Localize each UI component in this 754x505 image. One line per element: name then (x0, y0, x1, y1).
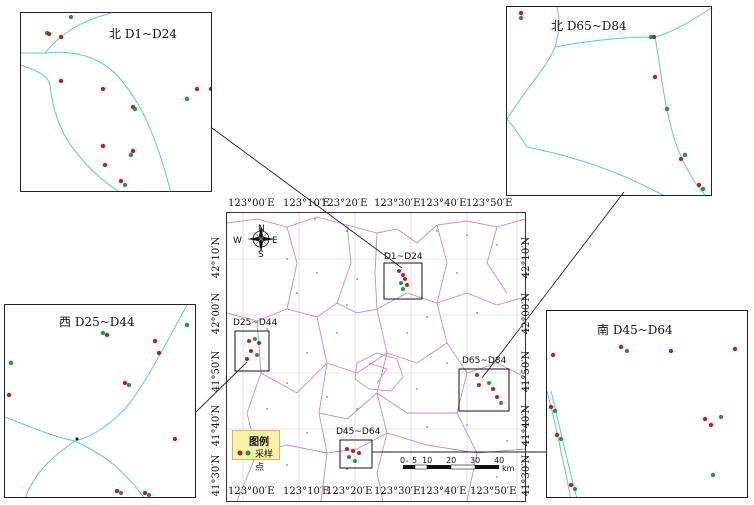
x-tick-top: 123°00′E (228, 198, 275, 209)
road-line (21, 64, 119, 191)
road-line (5, 416, 76, 442)
box-label-d1-d24: D1~D24 (384, 252, 423, 262)
road-line (507, 7, 560, 120)
inset-south-d45-d64: 南 D45~D64 (546, 310, 748, 498)
y-tick-left: 41°50′N (211, 350, 223, 393)
scale-label: 20 (446, 456, 457, 465)
inset-title: 西 D25~D44 (59, 315, 135, 329)
road-line (550, 390, 578, 497)
box-label-d25-d44: D25~D44 (233, 318, 278, 328)
compass-s: S (258, 250, 264, 260)
road-line (74, 305, 188, 442)
sample-points (6, 322, 190, 497)
sample-points (548, 344, 738, 492)
y-tick-left: 42°00′N (211, 292, 223, 335)
map-legend: 图例 采样点 (232, 430, 280, 473)
box-label-d65-d84: D65~D84 (462, 356, 507, 366)
y-tick-right: 41°40′N (521, 404, 533, 447)
legend-title: 图例 (249, 437, 269, 448)
compass-e: E (272, 236, 278, 246)
x-tick-top: 123°50′E (466, 198, 513, 209)
compass-w: W (233, 236, 242, 246)
y-tick-right: 41°30′N (521, 454, 533, 497)
road-line (547, 390, 572, 497)
x-tick-bottom: 123°10′E (283, 486, 330, 497)
inset-north-d65-d84-map (507, 7, 711, 195)
legend-item-sample: 采样点 (255, 450, 274, 473)
main-sample-points (245, 269, 503, 463)
road-line (526, 146, 665, 195)
scale-unit: km (502, 464, 515, 473)
inset-west-d25-d44: 西 D25~D44 (4, 304, 196, 498)
y-tick-right: 42°00′N (521, 292, 533, 335)
road-line (25, 440, 76, 497)
sample-points (44, 14, 211, 188)
scale-label: 30 (470, 456, 481, 465)
y-tick-right: 42°10′N (521, 236, 533, 279)
scale-bar (403, 464, 499, 470)
x-tick-bottom: 123°40′E (420, 486, 467, 497)
box-label-d45-d64: D45~D64 (336, 427, 381, 437)
scale-label: 0 (400, 456, 406, 465)
compass-n: N (258, 224, 265, 234)
inset-north-d65-d84: 北 D65~D84 (506, 6, 712, 196)
scale-label: 10 (422, 456, 433, 465)
scale-label: 40 (494, 456, 505, 465)
inset-title: 北 D65~D84 (551, 19, 627, 33)
y-tick-left: 41°40′N (211, 404, 223, 447)
inset-west-d25-d44-map (5, 305, 190, 497)
y-tick-left: 41°30′N (211, 454, 223, 497)
scale-label: 5 (412, 456, 418, 465)
x-tick-bottom: 123°20′E (326, 486, 373, 497)
x-tick-bottom: 123°00′E (228, 486, 275, 497)
road-line (44, 13, 112, 54)
road-line (554, 36, 656, 48)
legend-sample-symbol (237, 450, 251, 456)
study-area-boxes (234, 262, 510, 469)
road-line (74, 440, 145, 497)
inset-north-d1-d24: 北 D1~D24 (20, 12, 212, 192)
inset-north-d1-d24-map (21, 13, 211, 191)
inset-south-d45-d64-map (547, 344, 738, 497)
x-tick-top: 123°40′E (420, 198, 467, 209)
road-line (654, 36, 706, 195)
x-tick-top: 123°30′E (374, 198, 421, 209)
road-line (507, 118, 528, 148)
y-tick-right: 41°50′N (521, 350, 533, 393)
inset-title: 南 D45~D64 (597, 323, 673, 337)
city-district (354, 352, 404, 392)
road-line (654, 7, 711, 38)
y-tick-left: 42°10′N (211, 236, 223, 279)
x-tick-top: 123°20′E (321, 198, 368, 209)
sample-points (518, 10, 706, 192)
x-tick-bottom: 123°30′E (374, 486, 421, 497)
road-line (44, 51, 171, 191)
x-tick-bottom: 123°50′E (470, 486, 517, 497)
inset-title: 北 D1~D24 (109, 27, 178, 41)
